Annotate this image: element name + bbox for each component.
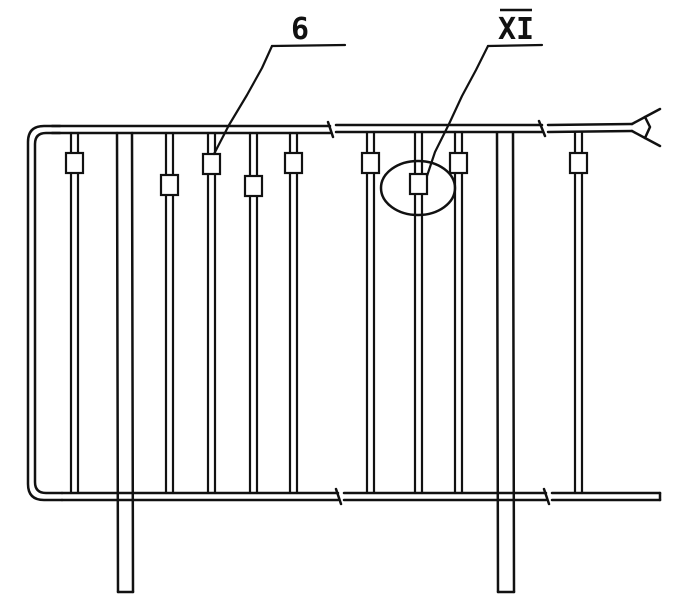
pipe-end-fishtail [630, 107, 662, 148]
callout-label-xi: XI [498, 8, 534, 47]
tube-fittings [64, 151, 589, 198]
top-header-pipe [50, 119, 634, 139]
support-posts [115, 131, 516, 594]
bottom-header-pipe [60, 487, 662, 506]
tube-9 [573, 130, 584, 495]
fitting-7 [408, 172, 429, 196]
fitting-4 [243, 174, 264, 198]
tube-1 [69, 131, 80, 495]
support-post-right [495, 131, 516, 594]
fitting-2 [159, 173, 180, 197]
fitting-6 [360, 151, 381, 175]
vertical-tubes [69, 130, 584, 495]
tube-3 [206, 131, 217, 495]
detail-ellipse [379, 159, 457, 217]
support-post-left [115, 131, 135, 594]
fitting-8 [448, 151, 469, 175]
fitting-3 [201, 152, 222, 176]
fitting-5 [283, 151, 304, 175]
callout-label-xi-text: XI [498, 12, 534, 47]
leader-lines [212, 43, 544, 178]
callout-label-6: 6 [291, 12, 309, 47]
tube-5 [288, 131, 299, 495]
tube-6 [365, 130, 376, 495]
left-return-bend [26, 124, 64, 502]
fitting-1 [64, 151, 85, 175]
fitting-9 [568, 151, 589, 175]
